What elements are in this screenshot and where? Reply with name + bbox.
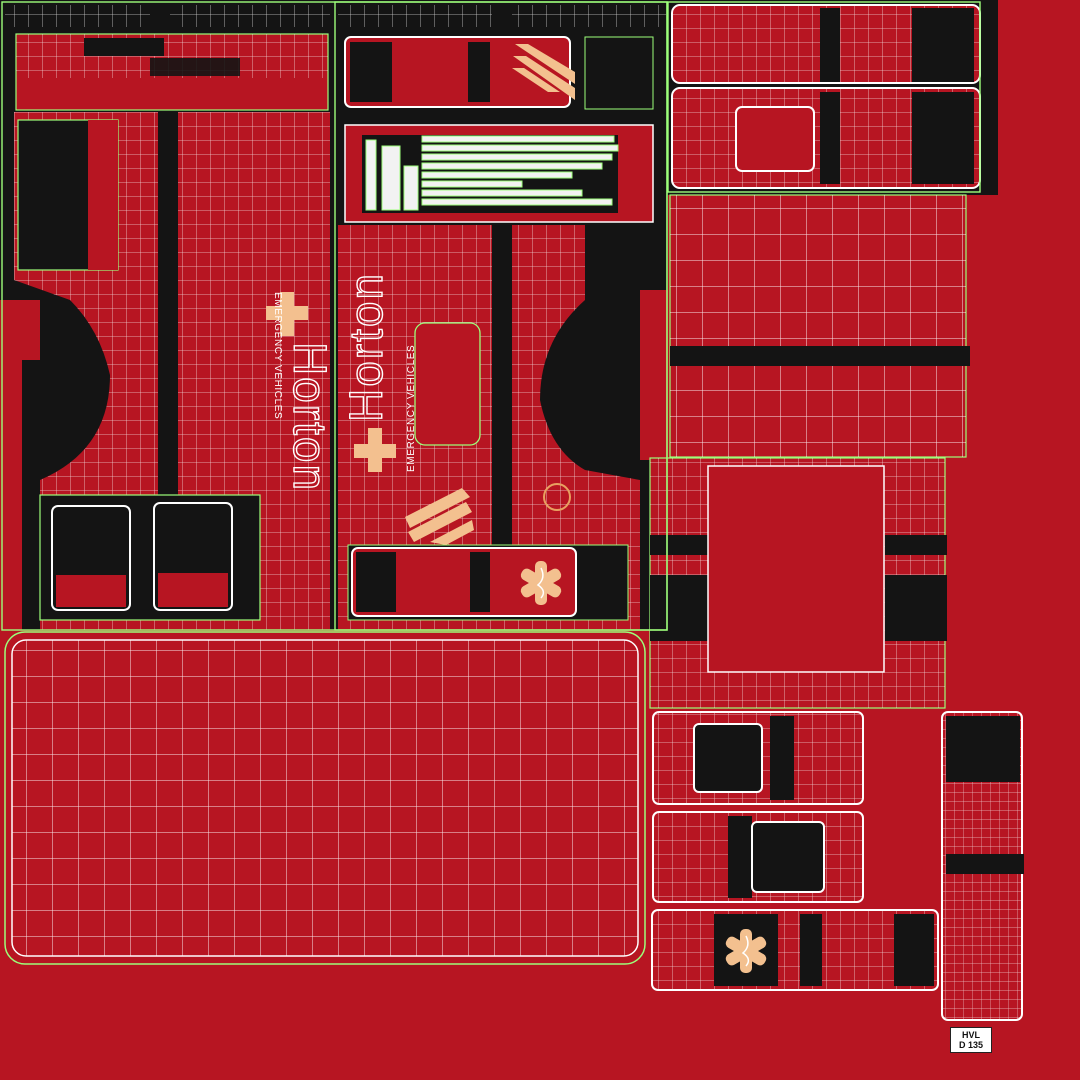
centre-bottom-window	[347, 488, 629, 621]
chevron-stripes-icon	[512, 44, 575, 100]
license-plate-line1: HVL	[962, 1030, 980, 1040]
centre-top-window	[344, 36, 654, 110]
plus-cross-icon	[354, 428, 396, 472]
rear-door-panels	[671, 4, 981, 189]
license-plate-line2: D 135	[958, 1040, 984, 1050]
lower-door-panels	[651, 711, 939, 991]
logo-tagline: EMERGENCY VEHICLES	[406, 345, 417, 472]
brand-logo-right: Horton EMERGENCY VEHICLES	[339, 271, 417, 472]
logo-word: Horton	[284, 342, 336, 492]
centre-side-panel	[338, 5, 666, 630]
chevron-stripes-icon	[405, 488, 474, 545]
hood-panel	[649, 457, 947, 709]
lighting-stripe-panel	[344, 124, 654, 223]
logo-tagline: EMERGENCY VEHICLES	[272, 292, 283, 419]
roof-panel	[4, 631, 646, 965]
pillar-strip	[941, 711, 1024, 1021]
uv-seams	[1, 1, 981, 631]
plus-cross-icon	[266, 292, 308, 336]
brand-logo-left: Horton EMERGENCY VEHICLES	[266, 292, 337, 493]
star-of-life-icon	[520, 561, 562, 605]
front-panel	[669, 194, 970, 458]
logo-word: Horton	[340, 272, 392, 422]
left-window-block	[39, 494, 261, 621]
license-plate: HVL D 135	[950, 1027, 992, 1053]
star-of-life-icon	[725, 929, 767, 973]
